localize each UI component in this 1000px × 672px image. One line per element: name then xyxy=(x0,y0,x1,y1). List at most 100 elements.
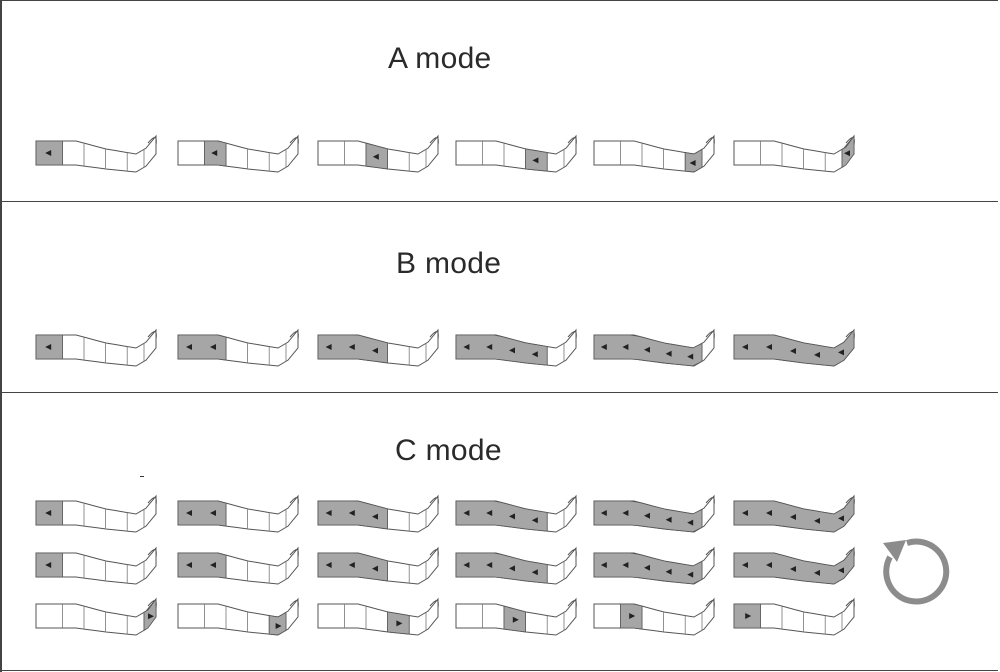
arrow-left-icon xyxy=(687,353,694,360)
leg-c-r2-c2 xyxy=(177,546,299,585)
arrow-left-icon xyxy=(186,562,192,568)
arrow-left-icon xyxy=(348,562,355,568)
inflated-chamber xyxy=(177,334,227,361)
arrow-left-icon xyxy=(509,347,515,354)
arrow-left-icon xyxy=(531,351,538,358)
leg-c-r1-c5 xyxy=(593,494,715,533)
leg-c-r2-c5 xyxy=(593,546,715,585)
arrow-left-icon xyxy=(766,562,772,568)
arrow-left-icon xyxy=(325,562,332,568)
frame-left-edge xyxy=(0,0,2,672)
leg-outline xyxy=(455,134,577,173)
arrow-left-icon xyxy=(486,510,493,516)
leg-c-r2-c4 xyxy=(455,546,577,585)
inflated-chamber xyxy=(733,546,855,585)
arrow-left-icon xyxy=(210,344,216,350)
arrow-left-icon xyxy=(687,571,694,578)
arrow-right-icon xyxy=(745,613,752,619)
inflated-chamber xyxy=(455,500,548,532)
inflated-chamber xyxy=(177,500,227,527)
leg-c-r2-c1 xyxy=(35,546,157,585)
leg-c-r1-c2 xyxy=(177,494,299,533)
stray-mark xyxy=(140,476,144,477)
arrow-left-icon xyxy=(210,510,216,516)
arrow-left-icon xyxy=(814,569,820,576)
arrow-left-icon xyxy=(45,150,52,156)
arrow-left-icon xyxy=(372,513,378,520)
arrow-left-icon xyxy=(486,344,493,350)
arrow-left-icon xyxy=(622,562,629,568)
leg-c-r3-c6 xyxy=(733,597,855,636)
leg-c-r3-c2 xyxy=(177,597,299,636)
leg-c-r3-c4 xyxy=(455,597,577,636)
arrow-left-icon xyxy=(742,562,748,568)
arrow-left-icon xyxy=(509,565,515,572)
arrow-left-icon xyxy=(486,562,493,568)
inflated-chamber xyxy=(268,611,287,636)
arrow-left-icon xyxy=(600,344,607,350)
leg-outline xyxy=(593,134,715,173)
arrow-left-icon xyxy=(814,351,820,358)
arrow-left-icon xyxy=(742,344,748,350)
leg-a-r1-c1 xyxy=(35,134,157,173)
leg-c-r3-c3 xyxy=(317,597,439,636)
leg-a-r1-c6 xyxy=(733,134,855,173)
arrow-left-icon xyxy=(790,348,796,354)
arrow-left-icon xyxy=(766,510,772,516)
a-mode-title: A mode xyxy=(388,42,492,75)
arrow-left-icon xyxy=(186,344,192,350)
leg-b-r1-c6 xyxy=(733,328,855,367)
b-mode-title: B mode xyxy=(396,247,502,280)
leg-outline xyxy=(35,494,157,533)
arrow-left-icon xyxy=(622,344,629,350)
leg-a-r1-c5 xyxy=(593,134,715,173)
arrow-left-icon xyxy=(766,344,772,350)
arrow-right-icon xyxy=(629,613,636,619)
leg-b-r1-c3 xyxy=(317,328,439,367)
arrow-left-icon xyxy=(325,510,332,516)
arrow-left-icon xyxy=(463,562,470,568)
leg-outline xyxy=(35,546,157,585)
inflated-chamber xyxy=(684,148,703,173)
inflated-chamber xyxy=(455,334,548,366)
arrow-left-icon xyxy=(348,344,355,350)
arrow-left-icon xyxy=(532,157,539,164)
leg-c-r1-c3 xyxy=(317,494,439,533)
arrow-left-icon xyxy=(372,347,378,354)
leg-c-r1-c6 xyxy=(733,494,855,533)
arrow-left-icon xyxy=(644,564,650,571)
arrow-right-icon xyxy=(512,616,519,623)
inflated-chamber xyxy=(733,328,855,367)
arrow-left-icon xyxy=(600,510,607,516)
leg-c-r3-c1 xyxy=(35,597,157,636)
leg-c-r2-c6 xyxy=(733,546,855,585)
arrow-left-icon xyxy=(45,510,52,516)
leg-b-r1-c4 xyxy=(455,328,577,367)
arrow-left-icon xyxy=(45,562,52,568)
leg-outline xyxy=(177,134,299,173)
leg-b-r1-c5 xyxy=(593,328,715,367)
arrow-left-icon xyxy=(186,510,192,516)
arrow-left-icon xyxy=(844,150,850,157)
arrow-left-icon xyxy=(644,512,650,519)
arrow-left-icon xyxy=(210,562,216,568)
arrow-left-icon xyxy=(790,566,796,572)
arrow-left-icon xyxy=(531,517,538,524)
leg-c-r2-c3 xyxy=(317,546,439,585)
arrow-left-icon xyxy=(742,510,748,516)
leg-outline xyxy=(593,597,715,636)
arrow-left-icon xyxy=(665,350,672,357)
leg-outline xyxy=(317,597,439,636)
leg-c-r1-c4 xyxy=(455,494,577,533)
panel-b-mode xyxy=(0,201,998,392)
arrow-left-icon xyxy=(665,516,672,523)
panel-c-mode xyxy=(0,392,998,671)
arrow-left-icon xyxy=(463,510,470,516)
arrow-right-icon xyxy=(148,613,154,620)
inflated-chamber xyxy=(733,494,855,533)
leg-a-r1-c3 xyxy=(317,134,439,173)
leg-outline xyxy=(733,597,855,636)
arrow-left-icon xyxy=(622,510,629,516)
inflated-chamber xyxy=(177,552,227,579)
